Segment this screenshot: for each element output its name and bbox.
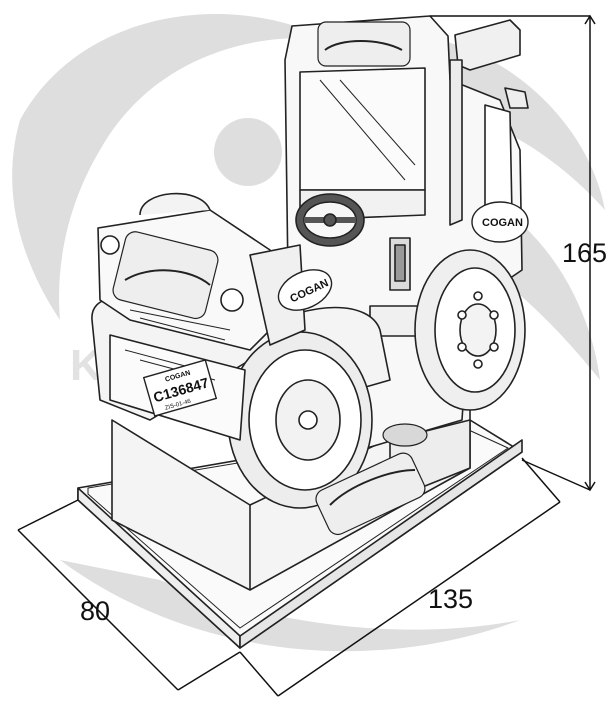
steering-wheel — [295, 193, 365, 247]
logo-hood — [112, 231, 219, 320]
front-wheel — [227, 331, 373, 509]
serial-plate: COGAN C136847 ZIS-01-46 — [142, 359, 218, 417]
dimension-height-label: 165 — [562, 238, 608, 268]
dimension-depth-label: 80 — [80, 596, 111, 626]
rear-wheel — [414, 249, 526, 411]
dimension-lines — [17, 14, 596, 697]
cogan-badge-chassis — [382, 423, 428, 447]
logo-roof — [317, 21, 411, 67]
windscreen — [299, 67, 426, 191]
cogan-badge-side: COGAN — [471, 201, 529, 243]
logo-base — [315, 452, 426, 536]
svg-text:COGAN: COGAN — [482, 217, 523, 229]
dimension-width-label: 135 — [428, 584, 474, 614]
exhaust-stack — [454, 19, 521, 71]
